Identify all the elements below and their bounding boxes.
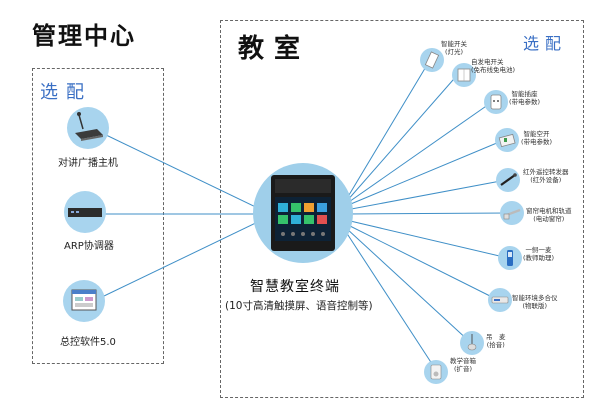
connector-kinetic-switch [345, 71, 461, 203]
breaker-circle [495, 128, 519, 152]
terminal-subtitle: (10寸高清触摸屏、语音控制等) [225, 300, 373, 312]
kinetic-switch-note: (免布线免电池) [471, 66, 516, 74]
curtain-circle [500, 201, 524, 225]
hanging-mic-note: (拾音) [486, 341, 505, 349]
management-center-title: 管理中心 [32, 22, 136, 50]
breaker-note: (带电参数) [521, 138, 553, 146]
switch-name: 智能开关 [441, 40, 467, 48]
curtain-note: (电动窗帘) [533, 215, 565, 223]
arp-circle [64, 191, 106, 233]
handheld-mic-icon [507, 250, 513, 266]
connector-curtain [345, 212, 511, 215]
speaker-name: 教学音箱 [450, 357, 476, 365]
switch-note: (灯光) [444, 48, 464, 56]
intercom-mic-icon [75, 112, 103, 141]
hanging-mic-circle [460, 331, 484, 355]
kinetic-switch-label: 自发电开关 (免布线免电池) [471, 58, 515, 74]
speaker-circle [424, 360, 448, 384]
ir-forwarder-icon [500, 173, 517, 186]
hanging-mic-label: 吊 麦 (拾音) [486, 333, 506, 349]
optional-label-left: 选配 [40, 82, 92, 103]
intercom-circle [67, 107, 109, 149]
connector-mic [345, 219, 509, 259]
mic-name: 一鲟一麦 [525, 246, 552, 254]
mic-label: 一鲟一麦 (教师助理) [523, 246, 554, 262]
hanging-mic-name: 吊 麦 [486, 333, 506, 341]
terminal-title: 智慧教室终端 [250, 279, 340, 295]
mic-note: (教师助理) [523, 254, 555, 262]
terminal-circle [253, 163, 353, 263]
connector-breaker [345, 139, 505, 207]
connector-switch [345, 59, 431, 201]
mic-circle [498, 246, 522, 270]
connector-hanging-mic [345, 227, 471, 343]
connector-env [345, 223, 499, 301]
connector-socket [345, 101, 493, 205]
intercom-label: 对讲广播主机 [58, 158, 118, 169]
kinetic-switch-circle [452, 63, 476, 87]
kinetic-switch-icon [457, 68, 471, 82]
optional-left-frame [32, 68, 164, 364]
optional-label-right: 选配 [523, 34, 568, 53]
touch-terminal-icon [271, 175, 335, 251]
socket-label: 智能插座 (带电参数) [509, 90, 540, 106]
speaker-label: 教学音箱 (扩音) [450, 357, 476, 373]
wall-switch-icon [424, 51, 440, 69]
classroom-title: 教室 [238, 34, 311, 64]
connector-speaker [345, 231, 437, 371]
software-window-icon [71, 289, 97, 311]
breaker-label: 智能空开 (带电参数) [521, 130, 552, 146]
env-name: 智能环境多合仪 [512, 294, 558, 302]
speaker-note: (扩音) [453, 365, 473, 373]
circuit-breaker-icon [498, 133, 516, 148]
env-circle [488, 288, 512, 312]
ir-note: (红外设备) [530, 176, 562, 184]
network-box-icon [68, 208, 102, 217]
env-label: 智能环境多合仪 (物联版) [512, 294, 558, 310]
ir-label: 红外遥控转发器 (红外设备) [523, 168, 569, 184]
curtain-label: 窗帘电机和轨道 (电动窗帘) [526, 207, 572, 223]
env-note: (物联版) [522, 302, 548, 310]
kinetic-switch-name: 自发电开关 [471, 58, 504, 66]
connector-software [103, 219, 263, 297]
socket-circle [484, 90, 508, 114]
software-circle [63, 280, 105, 322]
curtain-name: 窗帘电机和轨道 [526, 207, 572, 215]
curtain-motor-icon [503, 208, 521, 220]
classroom-frame [220, 20, 584, 398]
arp-label: ARP协调器 [64, 241, 114, 252]
connector-intercom [103, 133, 263, 211]
switch-circle [420, 48, 444, 72]
env-sensor-icon [491, 296, 509, 304]
switch-label: 智能开关 (灯光) [441, 40, 467, 56]
hanging-mic-icon [467, 334, 477, 351]
software-label: 总控软件5.0 [60, 337, 116, 348]
socket-note: (带电参数) [509, 98, 541, 106]
speaker-icon [430, 364, 442, 380]
socket-name: 智能插座 [511, 90, 538, 98]
connector-ir [345, 179, 507, 211]
smart-socket-icon [490, 94, 502, 110]
ir-circle [496, 168, 520, 192]
breaker-name: 智能空开 [523, 130, 550, 138]
ir-name: 红外遥控转发器 [523, 168, 569, 176]
